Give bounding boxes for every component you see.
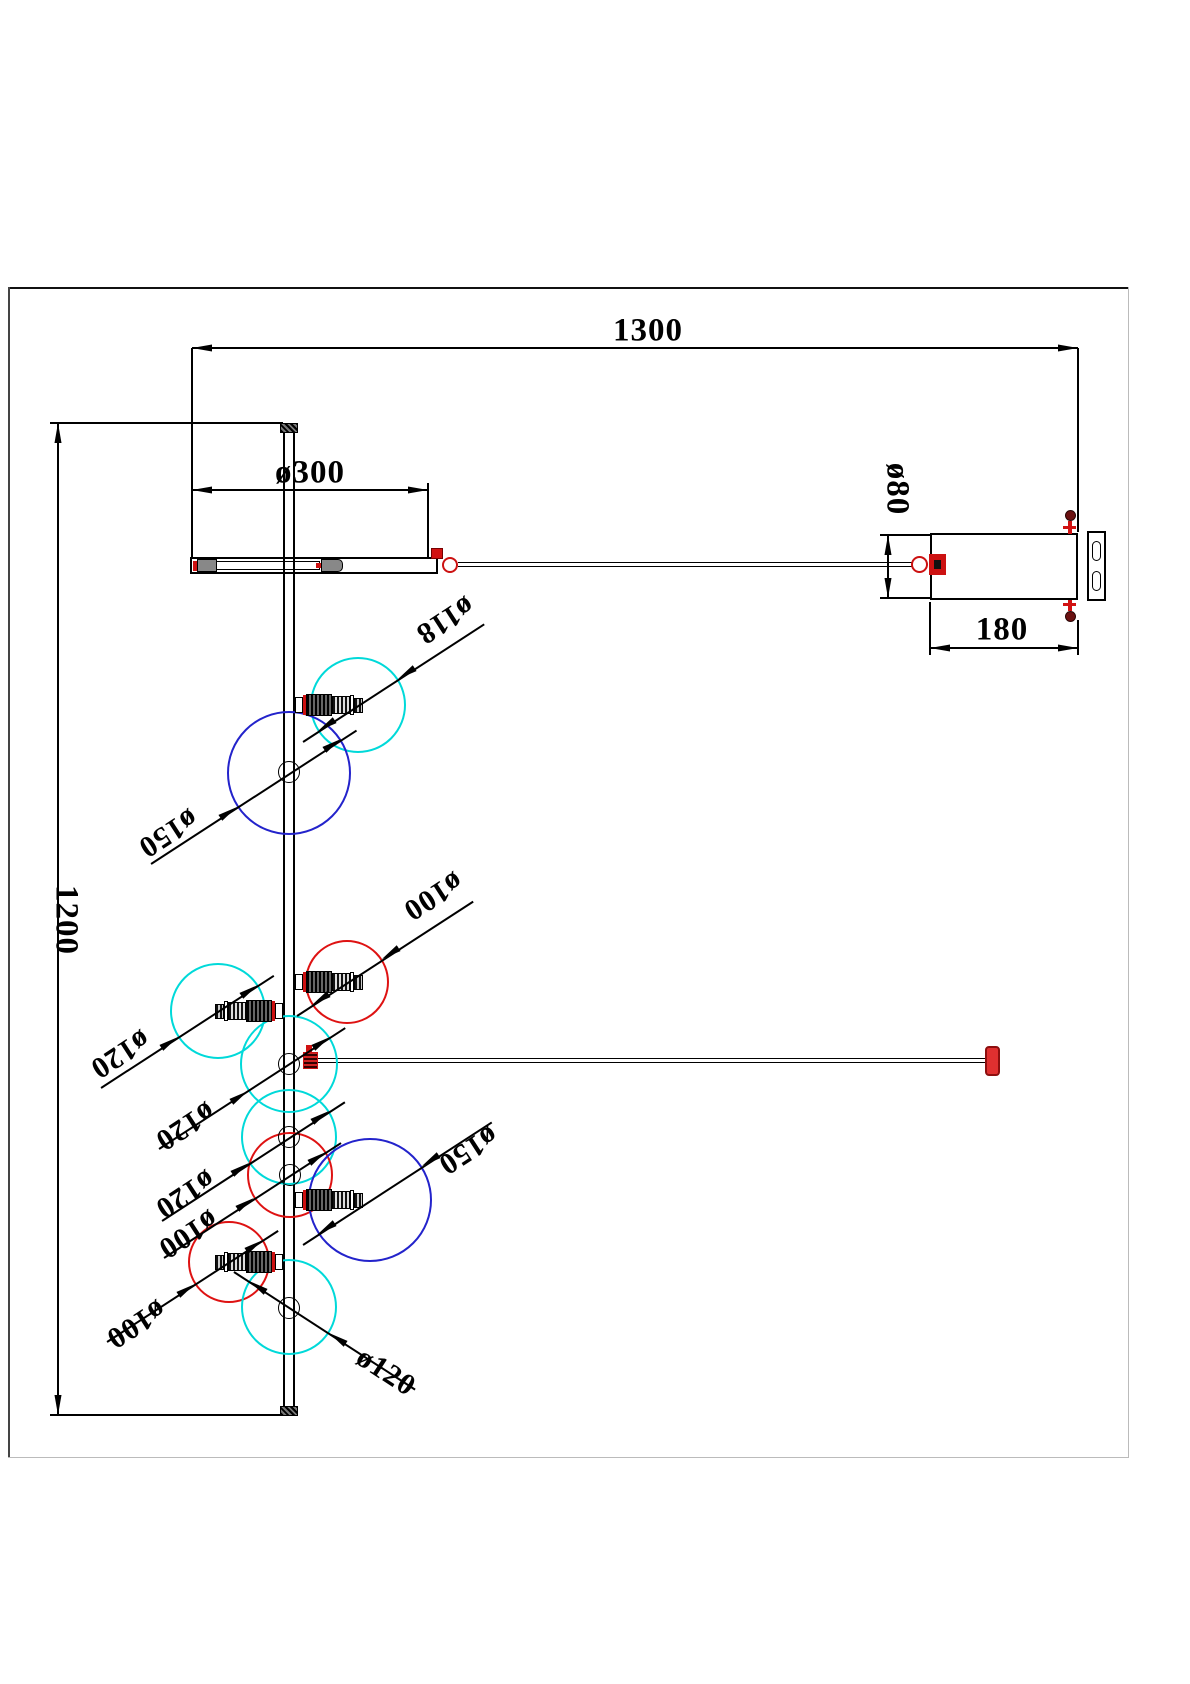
holder-body (306, 694, 332, 716)
dim-180-text: 180 (975, 611, 1029, 648)
dim-1200-text: 1200 (48, 885, 85, 955)
lamp-holder-1 (295, 693, 363, 717)
mounting-plate-slot-bottom (1092, 571, 1101, 591)
holder-thread (332, 696, 350, 714)
frame-border-right (1128, 287, 1130, 1458)
dim-1300-text: 1300 (613, 312, 683, 349)
dim-180-ext-left (929, 602, 931, 655)
dim-180-arrow-right (1058, 644, 1078, 652)
dim-1200-arrow-bottom (54, 1395, 62, 1415)
lamp-holder-2 (295, 970, 363, 994)
holder-red-seal (272, 1252, 275, 1272)
rod-attachment-circle-1 (278, 761, 300, 783)
holder-red-seal (272, 1001, 275, 1021)
lamp-holder-3 (215, 999, 283, 1023)
arm-inner-red-dot (316, 563, 321, 568)
dim-1200-arrow-top (54, 423, 62, 443)
holder-body (306, 971, 332, 993)
lamp-holder-4 (295, 1188, 363, 1212)
leader-label-150b: ø150 (432, 1119, 505, 1182)
dim-1200-ext-top (50, 422, 283, 424)
dim-1300-ext-left (191, 348, 193, 558)
dim-80-ext-top (880, 534, 930, 536)
frame-border-bottom (8, 1457, 1129, 1459)
shade-circle-150a (227, 711, 351, 835)
dim-180-line (930, 647, 1078, 649)
stem-rod-right-edge (293, 423, 295, 1416)
side-wire-1 (318, 1058, 986, 1060)
dim-1300-line (192, 347, 1078, 349)
suspension-wire-top-2 (458, 566, 918, 568)
stem-rod-left-edge (283, 423, 285, 1416)
mounting-plate-slot-top (1092, 541, 1101, 561)
holder-red-seal (303, 695, 306, 715)
dim-180-arrow-left (930, 644, 950, 652)
rod-attachment-circle-2 (278, 1053, 300, 1075)
dim-80-arrow-bottom (884, 578, 892, 598)
dim-1300-arrow-left (192, 344, 212, 352)
dim-180-ext-right (1077, 620, 1079, 655)
holder-ring (224, 1001, 228, 1021)
stem-rod-top-cap (280, 423, 298, 433)
holder-thread (228, 1002, 246, 1020)
holder-bracket (295, 974, 303, 990)
leader-label-150a: ø150 (132, 802, 205, 865)
arm-end-fitting-block (431, 548, 443, 559)
arm-inner-tube (216, 561, 320, 570)
arm-end-fitting-ring (442, 557, 458, 573)
dim-300-arrow-left (192, 486, 212, 494)
canopy-wire-connector (929, 554, 946, 575)
dim-1200-ext-bottom (50, 1414, 283, 1416)
canopy-screw-top-flange (1063, 526, 1076, 529)
dim-80-text: ø80 (879, 462, 916, 516)
leader-label-120d: ø120 (350, 1340, 423, 1403)
dim-1300-ext-right (1077, 348, 1079, 532)
arm-inner-red-cap (193, 561, 197, 571)
rod-attachment-circle-5 (278, 1297, 300, 1319)
canopy-screw-bottom-head (1065, 611, 1076, 622)
dim-80-ext-bottom (880, 597, 930, 599)
dim-80-arrow-top (884, 535, 892, 555)
dim-300-text: ø300 (275, 454, 345, 491)
arm-inner-endcap-left (197, 559, 217, 572)
holder-red-seal (303, 972, 306, 992)
dim-300-arrow-right (408, 486, 428, 494)
frame-border-left (8, 287, 10, 1458)
leader-label-100a: ø100 (397, 865, 470, 928)
holder-thread (332, 1191, 350, 1209)
holder-body (246, 1000, 272, 1022)
rod-attachment-circle-4 (279, 1164, 301, 1186)
frame-border-top (8, 287, 1129, 289)
canopy-box (930, 533, 1078, 600)
holder-bracket (295, 1192, 303, 1208)
holder-bracket (275, 1003, 283, 1019)
holder-bracket (295, 697, 303, 713)
canopy-screw-top-head (1065, 510, 1076, 521)
leader-label-118: ø118 (410, 589, 481, 652)
rod-attachment-circle-3 (278, 1126, 300, 1148)
leader-label-100c: ø100 (100, 1293, 173, 1356)
arm-inner-endcap-right (321, 559, 343, 572)
shade-circle-120d (241, 1259, 337, 1355)
dim-1300-arrow-right (1058, 344, 1078, 352)
stem-rod-bottom-cap (280, 1406, 298, 1416)
canopy-screw-bottom-flange (1063, 603, 1076, 606)
dim-300-line (192, 489, 428, 491)
holder-bracket (275, 1254, 283, 1270)
mounting-plate (1087, 531, 1106, 601)
dim-1200-line (57, 423, 59, 1415)
holder-body (306, 1189, 332, 1211)
lamp-holder-5 (215, 1250, 283, 1274)
side-wire-end-plug (985, 1046, 1000, 1076)
dim-300-ext-right (427, 483, 429, 557)
canopy-wire-connector-core (934, 560, 941, 569)
side-wire-2 (318, 1062, 986, 1064)
holder-body (246, 1251, 272, 1273)
holder-ring (350, 695, 354, 715)
suspension-wire-top-1 (458, 562, 918, 564)
canopy-wire-ring (911, 556, 928, 573)
holder-red-seal (303, 1190, 306, 1210)
holder-ring (350, 1190, 354, 1210)
